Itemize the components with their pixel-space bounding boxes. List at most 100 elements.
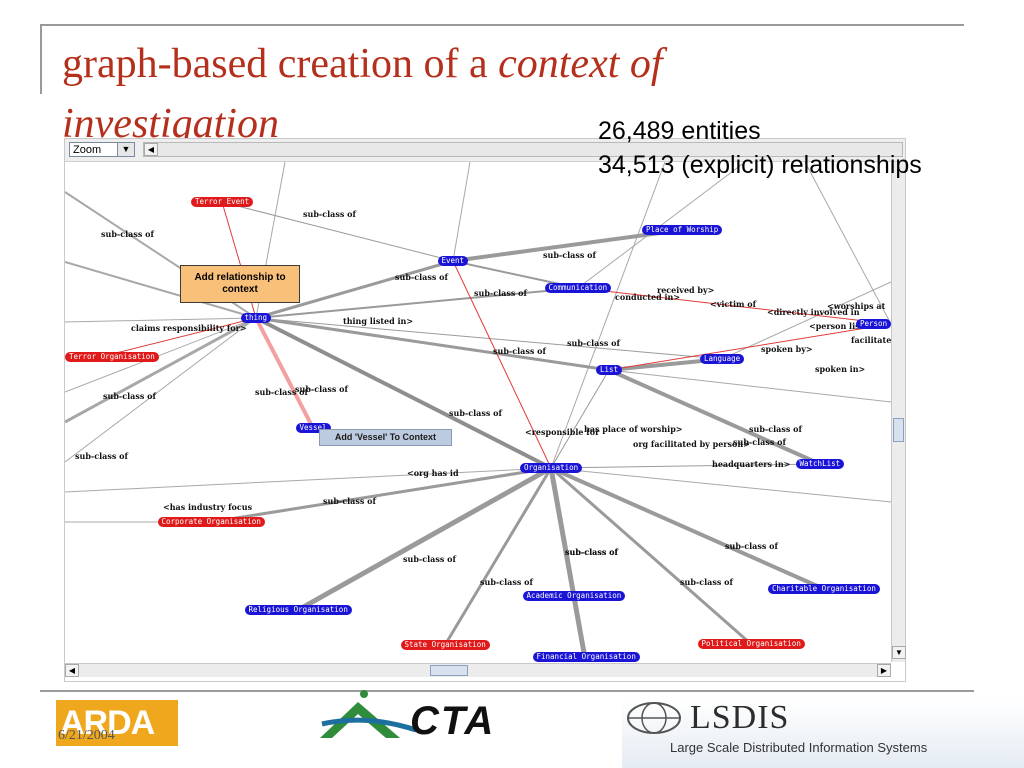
graph-node-person[interactable]: Person	[856, 319, 891, 329]
graph-node-charitable-organisation[interactable]: Charitable Organisation	[768, 584, 880, 594]
slide-title-line2: investigation	[62, 101, 279, 140]
edge-label: sub-class of	[101, 229, 154, 239]
arda-logo-text: ARDA	[60, 704, 155, 742]
edge-label: <victim of	[710, 299, 757, 309]
graph-edges	[65, 162, 891, 662]
zoom-slider-track[interactable]: ◀	[143, 142, 903, 157]
footer-rule	[40, 690, 974, 692]
edge-label: facilitated by or	[851, 335, 891, 345]
entities-count: 26,489 entities	[598, 117, 761, 145]
graph-node-organisation[interactable]: Organisation	[520, 463, 583, 473]
graph-node-communication[interactable]: Communication	[544, 283, 612, 293]
graph-edge-organisation-state_organisation[interactable]	[443, 467, 553, 646]
graph-canvas[interactable]: sub-class of sub-class of sub-class of sub-…	[65, 162, 891, 662]
edge-label: sub-class of	[323, 496, 376, 506]
slide-date: 6/21/2004	[58, 728, 115, 743]
edge-label: thing listed in>	[343, 316, 414, 326]
edge-label: sub-class of	[567, 338, 620, 348]
graph-edge-organisation-watchlist[interactable]	[550, 463, 821, 469]
graph-edge-thing-language[interactable]	[255, 317, 723, 360]
edge-label: sub-class of	[449, 408, 502, 418]
edge-label: sub-class of	[565, 547, 618, 557]
arda-logo	[56, 700, 178, 746]
graph-edge-thing-list[interactable]	[255, 316, 610, 372]
edge-label: <responsible for	[525, 427, 600, 437]
graph-node-state-organisation[interactable]: State Organisation	[400, 640, 490, 650]
graph-edge-list-person[interactable]	[608, 323, 891, 371]
edge-label: sub-class of	[403, 554, 456, 564]
graph-edge-list-watchlist[interactable]	[608, 368, 821, 466]
edge-label: spoken in>	[815, 364, 866, 374]
scroll-right-icon[interactable]: ▶	[877, 664, 891, 677]
dropdown-arrow-icon[interactable]: ▼	[117, 142, 135, 157]
edge-label: sub-class of	[295, 384, 348, 394]
graph-node-financial-organisation[interactable]: Financial Organisation	[532, 652, 640, 662]
graph-edge-organisation-corporate_organisation[interactable]	[210, 466, 552, 524]
relationships-count: 34,513 (explicit) relationships	[598, 151, 922, 179]
graph-node-religious-organisation[interactable]: Religious Organisation	[244, 605, 352, 615]
horizontal-scrollbar[interactable]: ◀ ▶	[65, 663, 891, 677]
top-frame-line	[40, 24, 964, 26]
scroll-left-icon[interactable]: ◀	[65, 664, 79, 677]
cta-logo-text: CTA	[410, 699, 496, 743]
graph-edge-partial	[721, 281, 891, 360]
graph-node-watchlist[interactable]: WatchList	[795, 459, 845, 469]
edge-label: sub-class of	[725, 541, 778, 551]
lsdis-globe-icon	[627, 702, 681, 734]
scroll-down-icon[interactable]: ▼	[892, 646, 906, 659]
vertical-scroll-thumb[interactable]	[893, 418, 904, 442]
graph-edge-event-place_of_worship[interactable]	[452, 228, 683, 263]
edge-label: <has industry focus	[163, 502, 253, 512]
edge-label: sub-class of	[303, 209, 356, 219]
graph-edge-organisation-charitable_organisation[interactable]	[550, 466, 825, 591]
graph-node-political-organisation[interactable]: Political Organisation	[697, 639, 805, 649]
graph-node-place-of-worship[interactable]: Place of Worship	[642, 225, 723, 235]
edge-label: <directly involved in	[767, 307, 860, 317]
graph-edge-thing-terror_organisation[interactable]	[99, 317, 257, 358]
graph-node-list[interactable]: List	[596, 365, 623, 375]
edge-label: sub-class of	[749, 424, 802, 434]
graph-node-terror-organisation[interactable]: Terror Organisation	[65, 352, 159, 362]
context-menu-add-vessel[interactable]: Add 'Vessel' To Context	[319, 429, 452, 446]
title-emphasis: context of	[498, 41, 663, 87]
cta-logo-icon	[320, 690, 417, 738]
graph-edge-communication-person[interactable]	[577, 287, 891, 325]
zoom-label: Zoom	[73, 144, 102, 156]
graph-edge-organisation-list[interactable]	[550, 369, 610, 469]
vertical-scrollbar[interactable]: ▼	[891, 162, 906, 662]
edge-label: sub-class of	[680, 577, 733, 587]
edge-label: <person listed	[809, 321, 875, 331]
edge-label: received by>	[657, 285, 715, 295]
graph-edge-terror_event-event[interactable]	[221, 201, 454, 262]
graph-edge-thing-event[interactable]	[255, 259, 454, 320]
highlighted-edge-thing-vessel[interactable]	[254, 317, 315, 429]
graph-edge-partial	[65, 317, 257, 323]
edge-label: has place of worship>	[584, 424, 683, 434]
graph-node-terror-event[interactable]: Terror Event	[191, 197, 254, 207]
scroll-left-icon[interactable]: ◀	[144, 143, 158, 156]
edge-label: org facilitated by person>	[633, 439, 750, 449]
edge-label: sub-class of	[493, 346, 546, 356]
graph-edge-organisation-religious_organisation[interactable]	[296, 465, 553, 613]
graph-edge-organisation-political_organisation[interactable]	[550, 466, 752, 646]
edge-label: sub-class of	[733, 437, 786, 447]
graph-node-academic-organisation[interactable]: Academic Organisation	[522, 591, 626, 601]
graph-edge-partial	[65, 317, 257, 463]
graph-node-vessel[interactable]: Vessel	[295, 423, 331, 433]
edge-label: <worships at	[827, 301, 886, 311]
edge-label: sub-class of	[75, 451, 128, 461]
graph-node-thing[interactable]: thing	[240, 313, 272, 323]
graph-edge-thing-communication[interactable]	[255, 287, 579, 319]
graph-edge-partial	[550, 162, 666, 469]
edge-label: <org has id	[407, 468, 459, 478]
graph-edge-organisation-financial_organisation[interactable]	[548, 467, 589, 662]
graph-node-language[interactable]: Language	[700, 354, 745, 364]
graph-edge-thing-organisation[interactable]	[255, 316, 552, 470]
graph-node-event[interactable]: Event	[437, 256, 469, 266]
edge-label: sub-class of	[103, 391, 156, 401]
edge-label: sub-class of	[565, 547, 618, 557]
graph-edge-event-organisation[interactable]	[452, 260, 552, 469]
graph-node-corporate-organisation[interactable]: Corporate Organisation	[157, 517, 265, 527]
horizontal-scroll-thumb[interactable]	[430, 665, 468, 676]
